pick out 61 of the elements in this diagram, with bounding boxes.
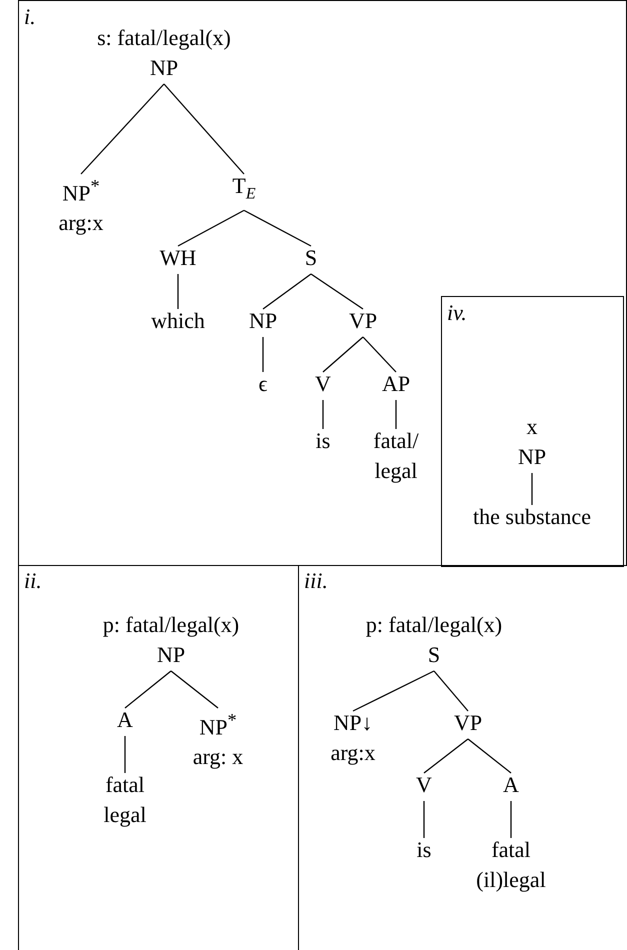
tree-branch: [423, 801, 425, 838]
node-label: ϵ: [258, 370, 268, 398]
node-label: arg: x: [192, 743, 244, 772]
node-label: V: [315, 370, 331, 398]
node-label: VP: [454, 709, 482, 737]
tree-branch: [322, 336, 364, 372]
panel-label: ii.: [24, 567, 42, 595]
node-label: S: [426, 641, 442, 669]
node-label: which: [151, 307, 205, 335]
node-label: arg:x: [330, 739, 376, 767]
tree-branch: [124, 670, 172, 708]
panel-frame: [18, 0, 627, 566]
tree-branch: [164, 84, 244, 174]
node-label: VP: [348, 307, 378, 335]
node-label: NP$^{*}$: [198, 709, 238, 742]
panel-label: i.: [24, 3, 36, 31]
node-label: V: [416, 771, 432, 799]
node-label: s: fatal/legal(x): [97, 24, 231, 52]
panel-label: iv.: [447, 299, 467, 327]
node-label: A: [117, 706, 133, 734]
tree-branch: [362, 336, 396, 372]
node-label: NP: [156, 641, 186, 669]
node-label: fatal/ legal: [372, 427, 420, 485]
tree-branch: [434, 670, 468, 712]
node-label: is: [416, 836, 432, 864]
node-label: arg:x: [58, 209, 104, 238]
tree-branch: [310, 274, 364, 310]
node-label: NP↓: [332, 709, 374, 737]
node-label: fatal (il)legal: [475, 836, 547, 894]
tree-branch: [80, 84, 164, 174]
tree-branch: [262, 337, 264, 372]
tree-branch: [352, 670, 434, 712]
tree-branch: [395, 400, 397, 429]
node-label: T$_{E}$: [232, 172, 256, 204]
panel-label: iii.: [304, 567, 328, 595]
node-label: the substance: [473, 503, 591, 531]
tree-branch: [468, 738, 512, 774]
node-label: NP: [148, 54, 180, 82]
node-label: A: [503, 771, 519, 799]
tree-branch: [177, 274, 179, 309]
node-label: S: [304, 244, 318, 272]
node-label: NP: [518, 443, 546, 471]
tree-branch: [510, 801, 512, 838]
tree-branch: [262, 274, 312, 310]
tree-branch: [322, 400, 324, 429]
panel-frame: [441, 296, 624, 567]
tree-branch: [424, 738, 468, 774]
tree-branch: [124, 736, 126, 773]
node-label: NP: [248, 307, 278, 335]
node-label: x: [526, 413, 538, 441]
node-label: p: fatal/legal(x): [366, 611, 502, 639]
node-label: AP: [382, 370, 410, 398]
tree-branch: [170, 670, 218, 708]
node-label: p: fatal/legal(x): [102, 611, 240, 639]
node-label: NP$^{*}$: [61, 175, 101, 208]
node-label: fatal legal: [102, 771, 148, 829]
tree-branch: [178, 210, 244, 247]
node-label: WH: [160, 244, 196, 272]
node-label: is: [316, 427, 330, 455]
tree-branch: [244, 210, 312, 247]
tree-branch: [531, 473, 533, 505]
